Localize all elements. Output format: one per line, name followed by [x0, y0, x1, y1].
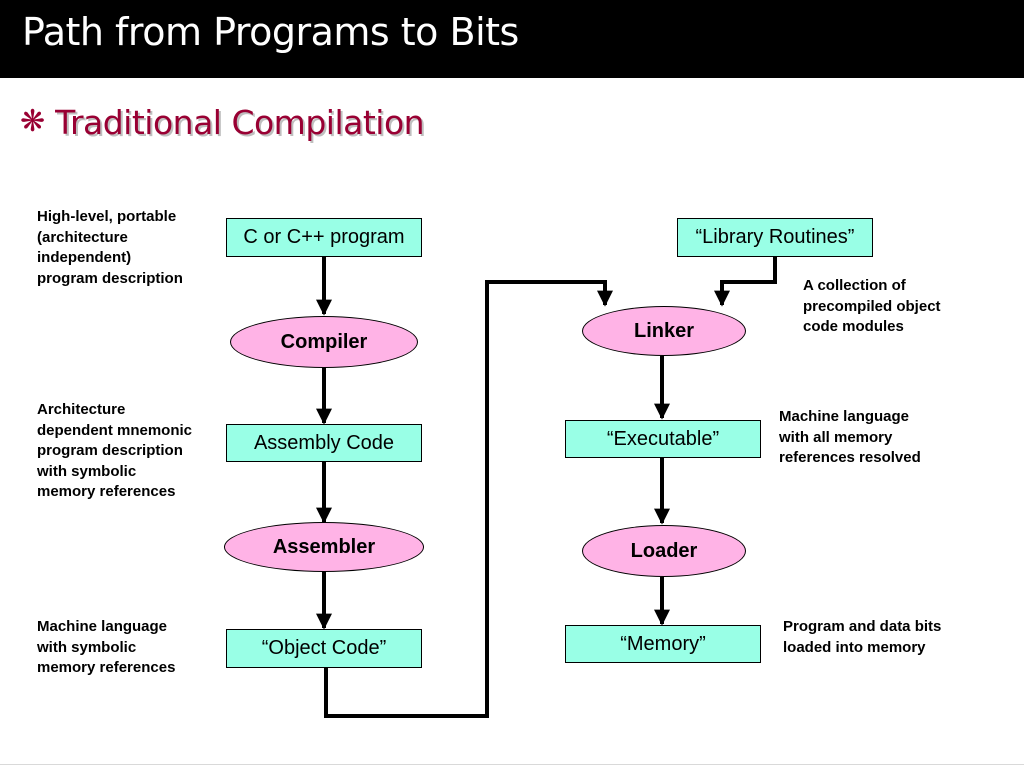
- note-line: memory references: [37, 659, 176, 676]
- note-object: Machine language with symbolic memory re…: [37, 617, 175, 679]
- note-line: program description: [37, 442, 183, 459]
- note-high-level: High-level, portable (architecture indep…: [37, 207, 183, 289]
- note-line: Machine language: [779, 408, 910, 425]
- library-routines-box: “Library Routines”: [677, 218, 873, 257]
- note-memory: Program and data bits loaded into memory: [783, 617, 941, 658]
- memory-box: “Memory”: [565, 625, 761, 663]
- loader-ellipse: Loader: [582, 525, 746, 577]
- note-line: precompiled object: [803, 297, 941, 315]
- note-line: High-level, portable: [37, 208, 177, 225]
- note-line: Architecture: [37, 401, 126, 418]
- note-line: Program and data bits: [783, 618, 942, 635]
- arrow-object-to-linker: [324, 280, 613, 718]
- arrow-library-to-linker: [714, 257, 777, 307]
- object-code-box: “Object Code”: [226, 629, 422, 668]
- note-line: memory references: [37, 483, 176, 500]
- compiler-ellipse: Compiler: [230, 316, 418, 368]
- subtitle-text: Traditional Compilation: [55, 102, 425, 142]
- note-line: loaded into memory: [783, 638, 926, 656]
- slide-title: Path from Programs to Bits: [22, 10, 519, 54]
- note-assembly: Architecture dependent mnemonic program …: [37, 400, 192, 503]
- note-line: dependent mnemonic: [37, 421, 193, 439]
- note-line: references resolved: [779, 449, 921, 466]
- note-line: with all memory: [779, 428, 893, 446]
- note-executable: Machine language with all memory referen…: [779, 407, 921, 469]
- note-line: with symbolic: [37, 462, 137, 480]
- asterisk-bullet-icon: ❋: [20, 104, 46, 139]
- assembly-code-box: Assembly Code: [226, 424, 422, 462]
- note-library: A collection of precompiled object code …: [803, 276, 941, 338]
- executable-box: “Executable”: [565, 420, 761, 458]
- note-line: with symbolic: [37, 638, 137, 656]
- title-bar: Path from Programs to Bits: [0, 0, 1024, 78]
- note-line: (architecture: [37, 228, 128, 246]
- note-line: A collection of: [803, 277, 906, 294]
- assembler-ellipse: Assembler: [224, 522, 424, 572]
- subtitle: ❋ Traditional Compilation: [20, 100, 425, 144]
- note-line: Machine language: [37, 618, 168, 635]
- linker-ellipse: Linker: [582, 306, 746, 356]
- bottom-divider: [0, 764, 1024, 765]
- note-line: independent): [37, 249, 132, 266]
- note-line: program description: [37, 269, 183, 287]
- note-line: code modules: [803, 318, 904, 335]
- c-program-box: C or C++ program: [226, 218, 422, 257]
